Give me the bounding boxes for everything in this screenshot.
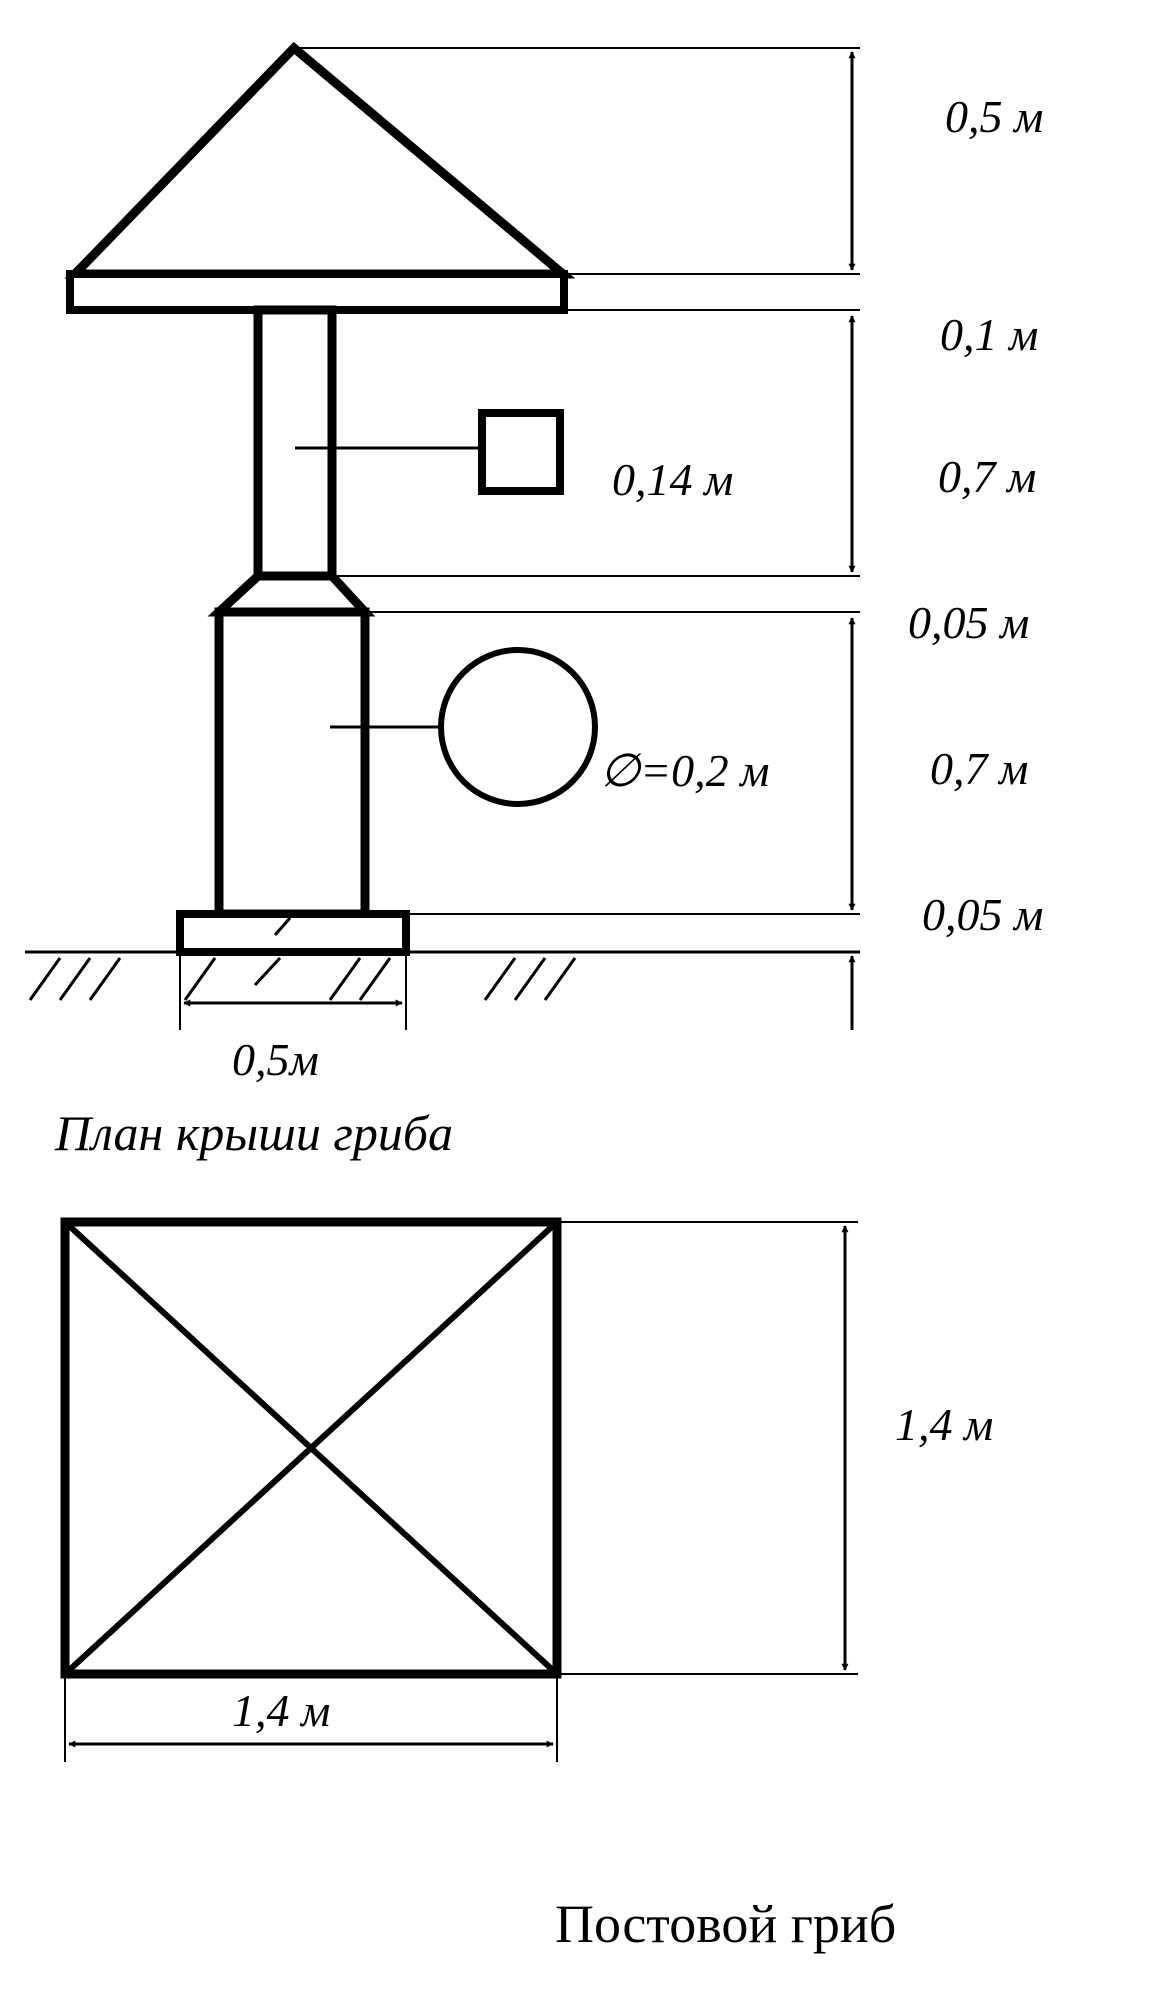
- post-transition: [207, 571, 376, 617]
- upper-post-section-square: [478, 409, 564, 495]
- lower-post-section-circle: [438, 647, 598, 807]
- lower-post: [214, 607, 370, 919]
- plan-title: План крыши гриба: [54, 1105, 453, 1161]
- roof-plan-diagonal-2: [62, 1219, 560, 1677]
- lower-post-section-label: ∅=0,2 м: [600, 745, 769, 796]
- upper-post: [253, 305, 337, 581]
- footing-height-label: 0,05 м: [922, 889, 1043, 940]
- roof-plan-view: [60, 1217, 858, 1762]
- drawing-caption: Постовой гриб: [555, 1894, 896, 1954]
- transition-height-label: 0,05 м: [908, 597, 1029, 648]
- ground-hatching: [28, 917, 577, 1001]
- roof-plan-square: [60, 1217, 562, 1679]
- extension-lines: [294, 47, 860, 915]
- roof-slab-height-label: 0,1 м: [940, 309, 1038, 360]
- roof-slab: [66, 270, 568, 314]
- roof-height-label: 0,5 м: [945, 91, 1043, 142]
- footing: [176, 910, 410, 956]
- footing-width-dimension: [179, 952, 407, 1030]
- elevation-view: [25, 41, 860, 1030]
- plan-width-label: 1,4 м: [232, 1685, 330, 1736]
- roof-triangle: [64, 41, 576, 279]
- lower-post-height-label: 0,7 м: [930, 743, 1028, 794]
- footing-width-label: 0,5м: [232, 1034, 319, 1085]
- upper-post-section-label: 0,14 м: [612, 454, 733, 505]
- plan-extension-lines: [64, 1221, 858, 1762]
- upper-post-height-label: 0,7 м: [938, 451, 1036, 502]
- plan-height-label: 1,4 м: [895, 1399, 993, 1450]
